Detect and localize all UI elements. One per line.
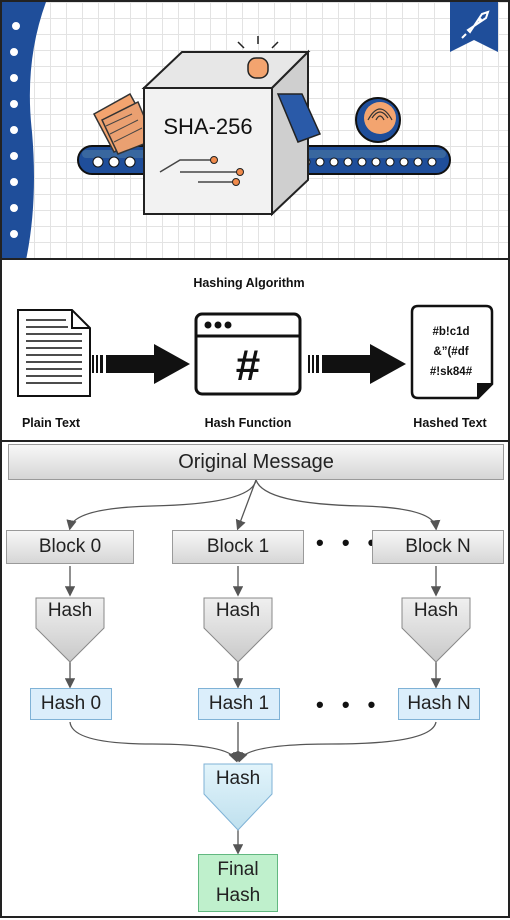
hash-function-window-icon [194,312,302,396]
hash-flow-connectors [35,479,471,855]
hash-funnel-label: Hash [47,600,93,621]
hash-funnel-n [401,597,471,663]
block-1-box: Block 1 [172,530,304,564]
rocket-icon [450,2,498,52]
notebook-binding-shape [2,2,46,258]
final-funnel-label: Hash [215,768,261,789]
hash-function-label: Hash Function [204,416,292,430]
hashed-text-line: &”(#df [433,346,469,358]
final-hash-line: Hash [215,885,261,906]
hash-ellipsis: • • • [316,692,382,717]
fingerprint-output-icon [355,97,401,143]
hash-funnel-0 [35,597,105,663]
plain-text-document-icon [17,309,91,397]
documents-entering [92,92,155,155]
final-hash-funnel [203,763,273,831]
original-message-box: Original Message [8,444,504,480]
final-hash-box: Final Hash [198,854,278,912]
algorithm-title: Hashing Algorithm [193,276,305,290]
hashed-text-label: Hashed Text [413,416,487,430]
final-hash-line: Final [217,859,259,880]
sha256-machine-illustration [2,2,498,258]
machine-label: SHA-256 [163,114,253,139]
hash-funnel-label: Hash [215,600,261,621]
block-0-box: Block 0 [6,530,134,564]
hash-funnels [35,597,471,831]
block-n-box: Block N [372,530,504,564]
hash-n-box: Hash N [398,688,480,720]
sha256-illustration-panel: SHA-256 [0,0,510,258]
hashed-text-line: #b!c1d [432,326,470,338]
algorithm-graphics [17,304,494,400]
hash-funnel-label: Hash [413,600,459,621]
hash-flow-panel: Original Message Block 0 Block 1 • • • B… [0,440,510,918]
hash-funnel-1 [203,597,273,663]
plain-text-label: Plain Text [21,416,81,430]
hash-symbol: # [235,341,261,390]
hashed-text-lines: #b!c1d &”(#df #!sk84# [416,322,486,382]
spiral-holes [8,20,22,240]
hashed-text-document-icon [410,304,494,400]
hash-machine [141,36,322,217]
block-ellipsis: • • • [316,530,382,555]
arrow-right-icon [92,344,190,384]
arrow-right-icon [308,344,406,384]
hashed-text-line: #!sk84# [429,366,473,378]
hash-0-box: Hash 0 [30,688,112,720]
hashing-algorithm-panel: Hashing Algorithm [0,258,510,440]
hash-1-box: Hash 1 [198,688,280,720]
